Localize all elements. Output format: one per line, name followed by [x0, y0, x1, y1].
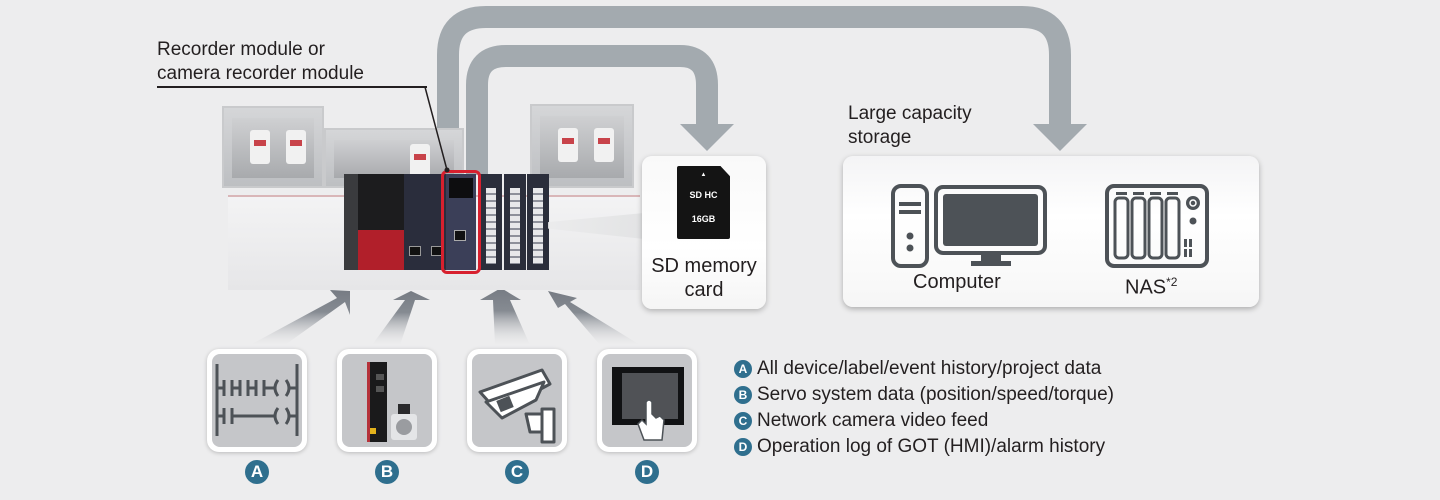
- callout-line-2: camera recorder module: [157, 63, 364, 84]
- plc-network-module-1: [404, 174, 426, 270]
- input-arrow-a: [250, 290, 350, 345]
- input-arrow-c: [480, 288, 530, 345]
- plc-io-module-2: [504, 174, 526, 270]
- recorder-module-highlight: [441, 170, 481, 274]
- computer-label: Computer: [913, 271, 1001, 293]
- callout-underline: [157, 86, 427, 88]
- legend-text-b: Servo system data (position/speed/torque…: [757, 384, 1114, 405]
- nas-label-text: NAS: [1125, 276, 1167, 299]
- sd-card-type: SD HC: [689, 190, 718, 200]
- legend-item: A All device/label/event history/project…: [734, 356, 1114, 382]
- arrow-to-storage: [437, 6, 1071, 175]
- nas-footnote: *2: [1166, 275, 1178, 289]
- storage-title-line-2: storage: [848, 127, 912, 148]
- source-tile-b[interactable]: [337, 349, 437, 452]
- source-badge-c: C: [505, 460, 529, 484]
- nas-label: NAS*2: [1125, 270, 1177, 300]
- plc-io-module-3: [527, 174, 549, 270]
- legend-item: B Servo system data (position/speed/torq…: [734, 382, 1114, 408]
- plc-power-module: [344, 174, 358, 270]
- source-badge-a: A: [245, 460, 269, 484]
- recorder-callout-label: Recorder module or camera recorder modul…: [157, 38, 364, 86]
- machine-right: [530, 104, 634, 188]
- source-tile-c[interactable]: [467, 349, 567, 452]
- callout-line-1: Recorder module or: [157, 39, 325, 60]
- input-arrow-b: [372, 291, 430, 345]
- sd-card-capacity: 16GB: [691, 214, 716, 224]
- arrow-head-sd-card: [680, 124, 734, 151]
- recorder-module[interactable]: [446, 174, 476, 270]
- large-capacity-storage-panel: Computer NAS*2: [843, 156, 1259, 307]
- network-camera-icon: [478, 368, 556, 444]
- storage-title-line-1: Large capacity: [848, 103, 972, 124]
- legend-badge-a: A: [734, 360, 752, 378]
- source-badge-d: D: [635, 460, 659, 484]
- legend-badge-c: C: [734, 412, 752, 430]
- hmi-touch-panel-icon: [612, 367, 684, 441]
- legend-item: C Network camera video feed: [734, 408, 1114, 434]
- plc-rack: [344, 174, 549, 270]
- plc-io-module-1: [480, 174, 502, 270]
- data-type-legend: A All device/label/event history/project…: [734, 356, 1114, 460]
- sd-card-icon: ▲ SD HC 16GB: [677, 166, 730, 239]
- arrow-head-storage: [1033, 124, 1087, 151]
- servo-system-icon: [367, 362, 417, 442]
- source-tile-d[interactable]: [597, 349, 697, 452]
- sd-label-line-1: SD memory: [651, 255, 757, 277]
- ladder-logic-icon: [215, 364, 299, 436]
- source-badge-b: B: [375, 460, 399, 484]
- legend-item: D Operation log of GOT (HMI)/alarm histo…: [734, 434, 1114, 460]
- storage-title: Large capacity storage: [848, 102, 972, 150]
- nas-icon[interactable]: [1105, 184, 1209, 268]
- legend-badge-b: B: [734, 386, 752, 404]
- source-tile-a[interactable]: [207, 349, 307, 452]
- legend-text-a: All device/label/event history/project d…: [757, 358, 1102, 379]
- sd-memory-card-panel[interactable]: ▲ SD HC 16GB SD memory card: [642, 156, 766, 309]
- legend-text-c: Network camera video feed: [757, 410, 989, 431]
- computer-icon[interactable]: [891, 184, 1051, 272]
- plc-cpu-module: [358, 174, 404, 270]
- legend-badge-d: D: [734, 438, 752, 456]
- input-arrow-d: [548, 291, 640, 345]
- sd-label-line-2: card: [684, 279, 724, 301]
- arrow-to-sd-card: [466, 45, 718, 175]
- legend-text-d: Operation log of GOT (HMI)/alarm history: [757, 436, 1106, 457]
- machine-left: [222, 106, 324, 188]
